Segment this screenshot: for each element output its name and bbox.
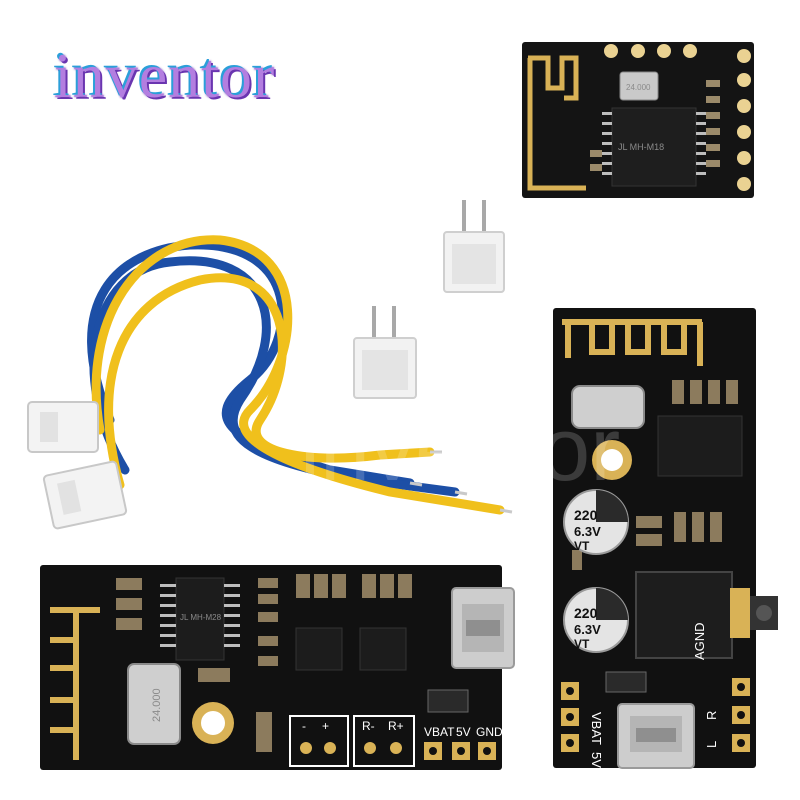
wire-bare-ends (409, 450, 513, 514)
small-board-smd-parts (590, 80, 720, 171)
small-board-crystal (619, 71, 659, 101)
bottom-board-antenna-trace (50, 607, 100, 760)
wire-connector-upper (27, 401, 99, 453)
right-board-main-chip (657, 415, 743, 477)
silk-label-right-l: L (704, 741, 719, 748)
silk-label-right-gnd: GND (589, 772, 604, 800)
module-small-top: 24.000 JL MH-M18 (522, 42, 754, 198)
svg-text:VT: VT (574, 539, 590, 553)
bottom-board-diode (427, 689, 469, 713)
silk-label-left-minus: - (302, 719, 306, 733)
wire-connector-lower (42, 460, 128, 530)
svg-text:220: 220 (574, 507, 598, 523)
bottom-board-amp-chip-left (295, 627, 343, 671)
svg-text:VT: VT (574, 637, 590, 651)
svg-text:6.3V: 6.3V (574, 622, 601, 637)
brand-logo: inventor (54, 40, 276, 111)
module-right-board: 220 6.3V VT 220 6.3V VT (553, 308, 778, 800)
silk-label-r-minus: R- (362, 719, 375, 733)
small-board-top-pads (604, 44, 697, 58)
right-board-usb-port (617, 703, 695, 769)
bottom-board-chip-pins (160, 584, 240, 647)
audio-wires (27, 235, 513, 530)
silk-label-left-plus: + (322, 719, 329, 733)
right-board-capacitor-top: 220 6.3V VT (563, 489, 629, 555)
small-board-chip-pins (602, 112, 706, 175)
small-board-crystal-label: 24.000 (626, 83, 651, 92)
bottom-board-crystal (127, 663, 181, 745)
bottom-board-left-speaker-box (289, 715, 349, 767)
small-board-chip-label: JL MH-M18 (618, 142, 664, 152)
silk-label-vbat: VBAT (424, 725, 455, 739)
bottom-board-main-chip (175, 577, 225, 661)
bottom-board-smd-parts (116, 574, 412, 752)
yellow-wire-2 (104, 273, 435, 490)
right-board-left-pads (561, 682, 579, 752)
right-board-right-pads (732, 678, 750, 752)
pin-header-lower (353, 306, 417, 399)
bottom-board-chip-label: JL MH-M28 (180, 613, 222, 622)
bottom-board-amp-chip-right (359, 627, 407, 671)
right-board-smd-parts (572, 380, 738, 570)
small-board-chip (611, 107, 697, 187)
small-board-antenna-trace (527, 55, 586, 191)
right-board-crystal (571, 385, 645, 429)
silk-label-5v: 5V (456, 725, 471, 739)
silk-label-right-5v: 5V (589, 752, 604, 768)
watermark-text: inventor (300, 400, 620, 500)
silk-label-right-r: R (704, 711, 719, 720)
svg-text:220: 220 (574, 605, 598, 621)
bottom-board-power-pads (424, 742, 496, 760)
right-board-capacitor-bottom: 220 6.3V VT (563, 587, 629, 653)
right-board-audio-jack (635, 571, 778, 659)
pin-header-upper (443, 200, 505, 293)
silk-label-right-agnd: AGND (692, 622, 707, 660)
bottom-board-crystal-label: 24.000 (151, 688, 163, 722)
module-bottom-board: 24.000 JL MH-M28 (40, 565, 515, 770)
bottom-board-usb-port (451, 587, 515, 669)
silk-label-gnd: GND (476, 725, 503, 739)
silk-label-r-plus: R+ (388, 719, 404, 733)
right-board-antenna-trace (562, 319, 703, 366)
bottom-board-right-speaker-box (353, 715, 415, 767)
right-board-diode (605, 671, 647, 693)
svg-text:6.3V: 6.3V (574, 524, 601, 539)
silk-label-right-vbat: VBAT (589, 712, 604, 745)
small-board-side-pads (737, 49, 751, 191)
